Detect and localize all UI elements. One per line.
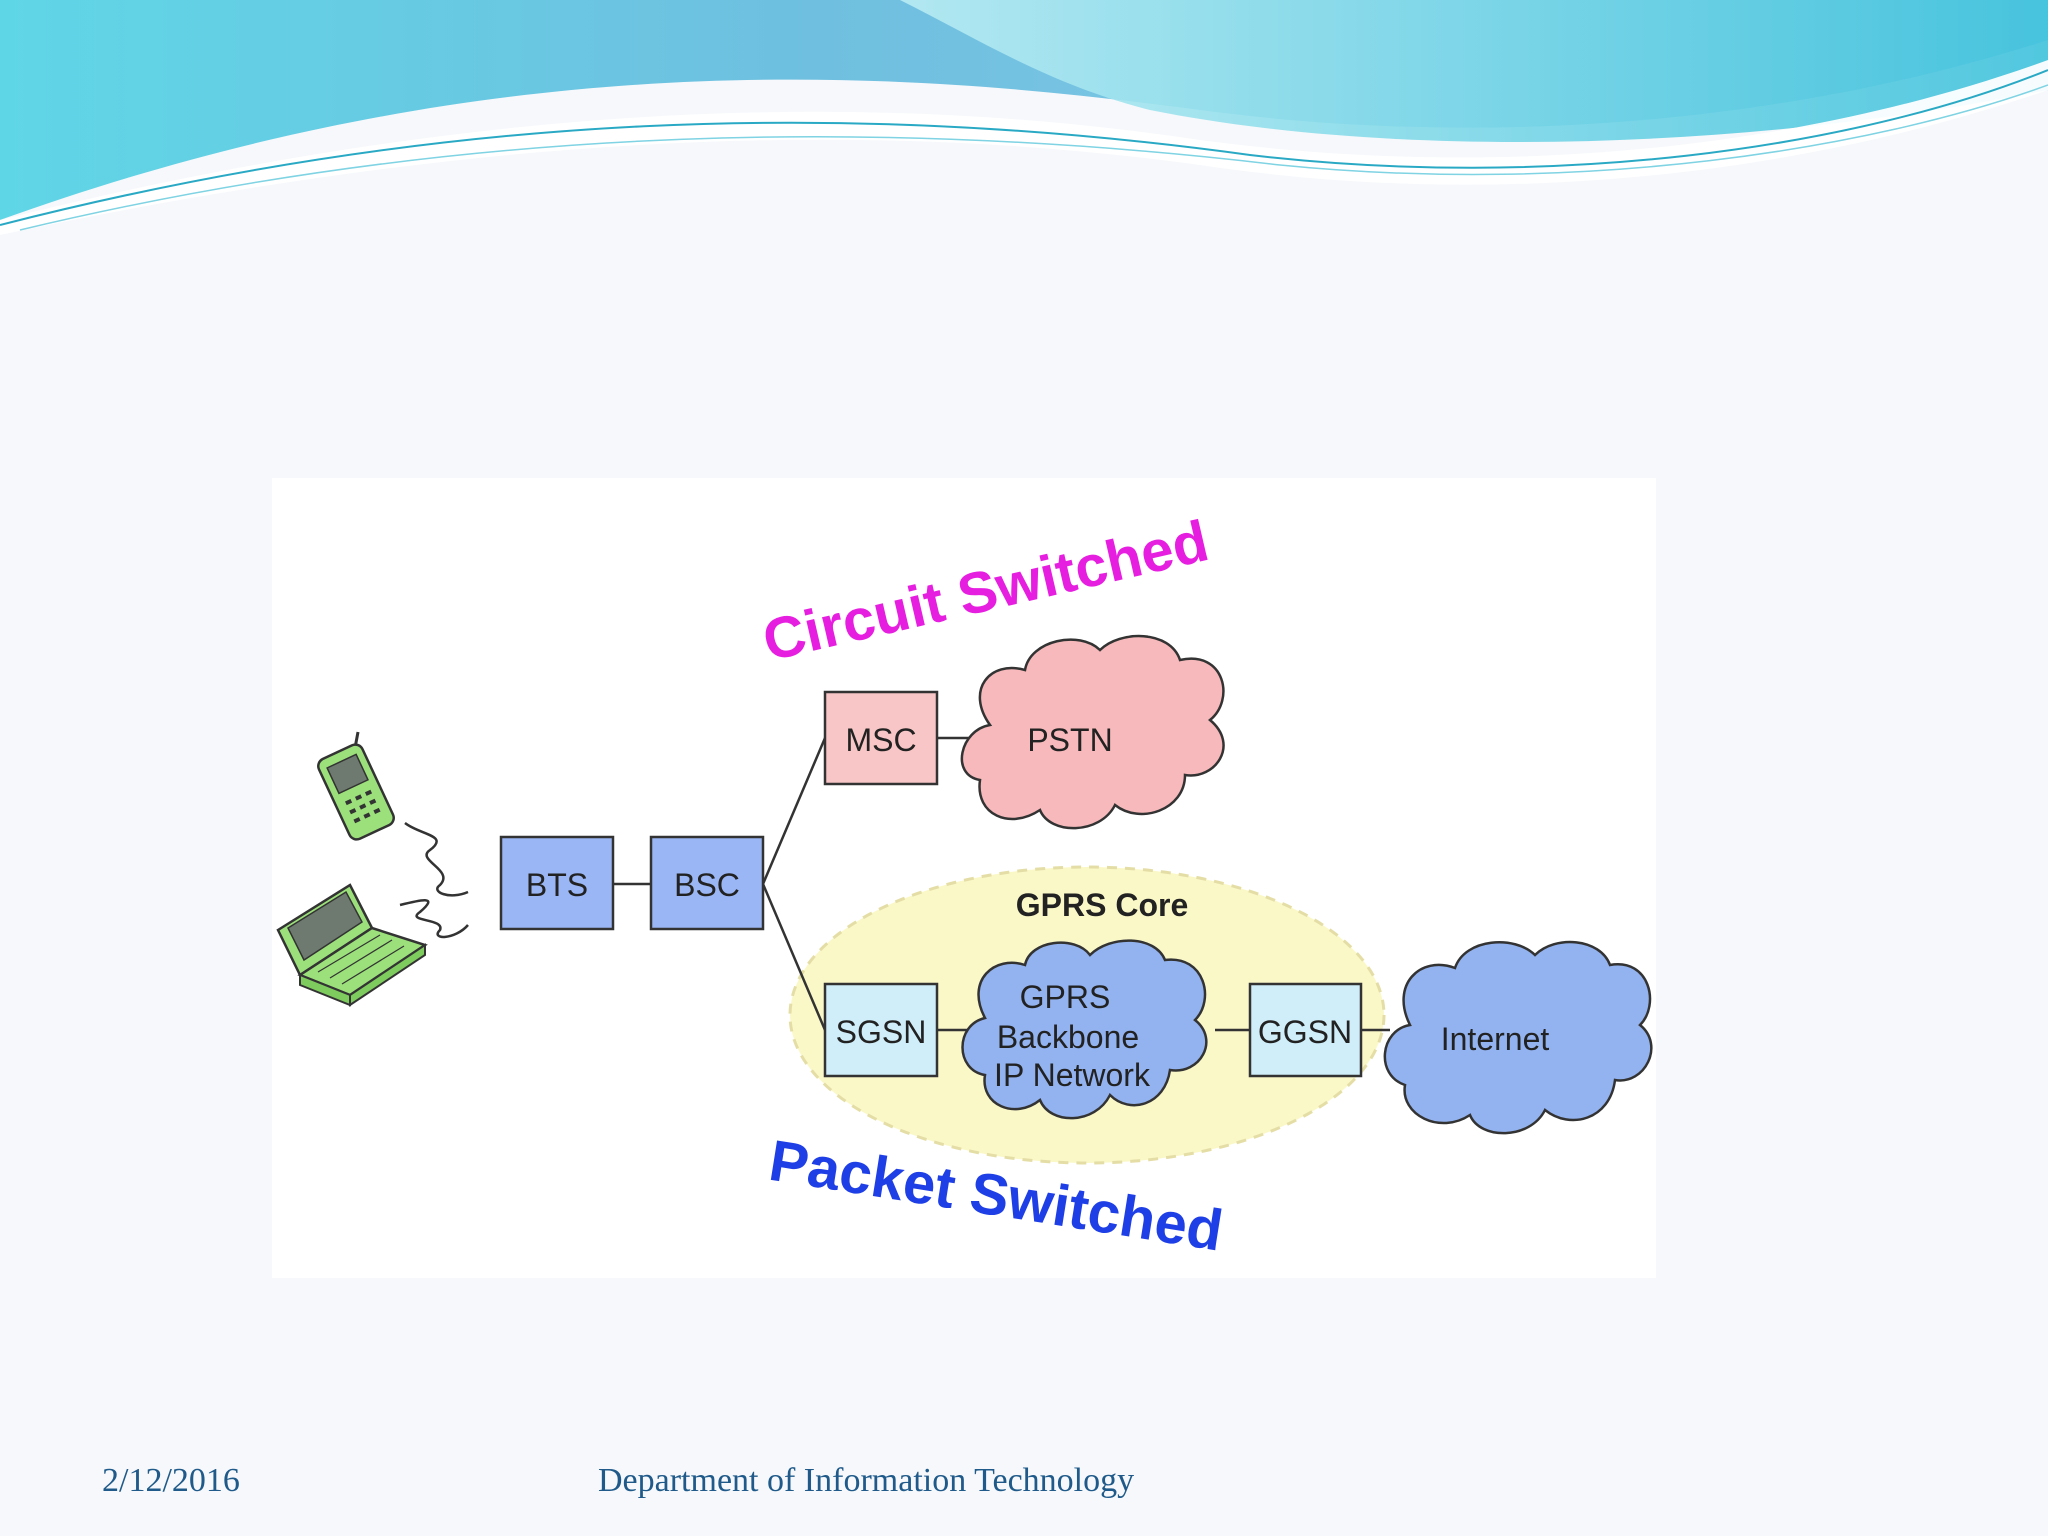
gprs-core-label: GPRS Core: [1016, 887, 1188, 923]
backbone-label-line3: IP Network: [994, 1057, 1151, 1093]
connection-lines: [399, 736, 1390, 1032]
gprs-backbone-cloud: [961, 939, 1208, 1120]
footer-department: Department of Information Technology: [598, 1462, 1135, 1499]
msc-label: MSC: [845, 722, 916, 758]
footer-date: 2/12/2016: [102, 1462, 240, 1499]
ggsn-label: GGSN: [1258, 1014, 1352, 1050]
bts-label: BTS: [526, 867, 588, 903]
msc-box: [823, 690, 939, 786]
bsc-label: BSC: [674, 867, 740, 903]
laptop-icon: [276, 883, 428, 1007]
header-wave: [0, 0, 2048, 235]
bsc-box: [649, 835, 765, 931]
mobile-phone-icon: [317, 731, 395, 841]
bts-box: [499, 835, 615, 931]
ggsn-box: [1248, 982, 1363, 1078]
backbone-label-line1: GPRS: [1020, 979, 1111, 1015]
pstn-label: PSTN: [1027, 722, 1112, 758]
sgsn-label: SGSN: [836, 1014, 927, 1050]
sgsn-box: [823, 982, 939, 1078]
internet-label: Internet: [1441, 1021, 1550, 1057]
pstn-cloud: [960, 634, 1225, 830]
internet-cloud: [1383, 940, 1653, 1135]
backbone-label-line2: Backbone: [997, 1019, 1139, 1055]
